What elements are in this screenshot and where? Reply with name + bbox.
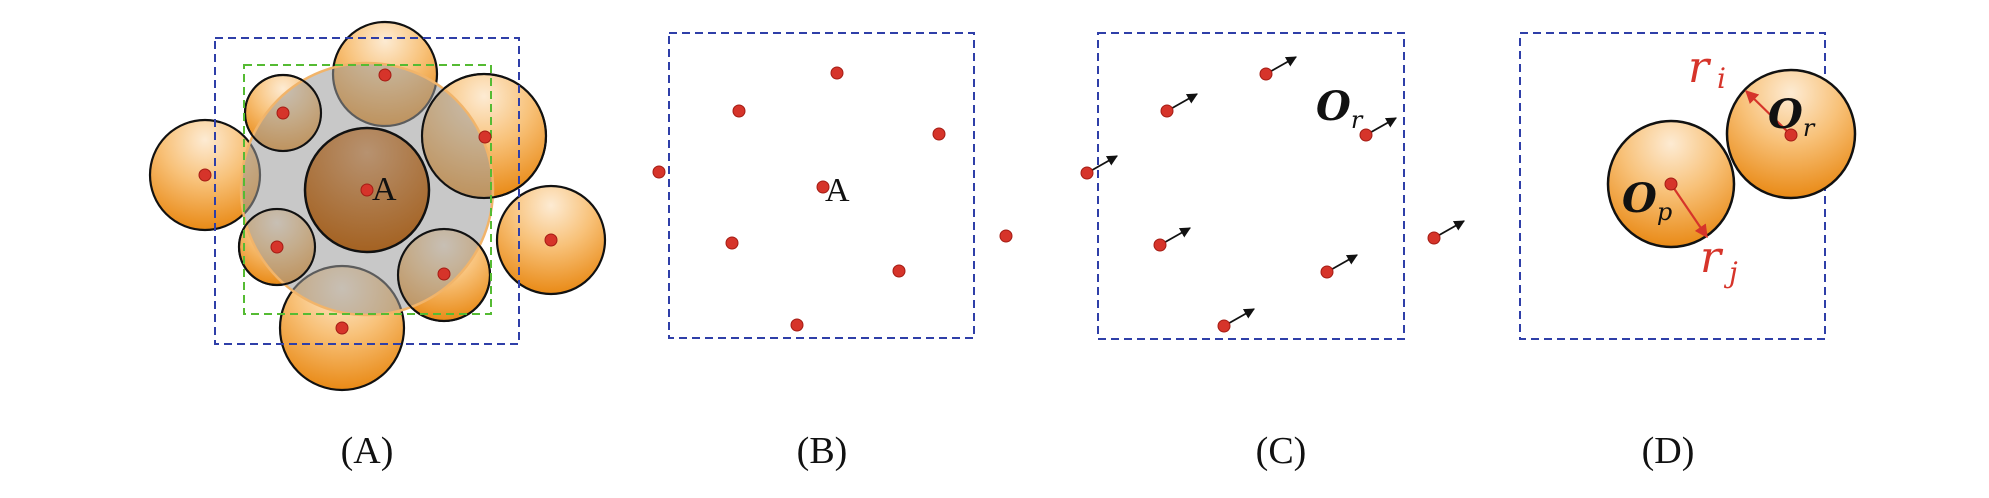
particle-r-center — [1784, 128, 1798, 142]
panel-c: Or (C) — [1080, 32, 1465, 472]
panel-a: A (A) — [148, 20, 607, 472]
particle-centers — [1080, 67, 1441, 333]
outer-frame-blue — [214, 37, 520, 345]
frame-blue — [668, 32, 975, 339]
velocity-arrows — [1086, 56, 1465, 327]
panel-d-caption: (D) — [1642, 430, 1695, 472]
particle-centers — [198, 68, 558, 335]
panel-a-center-label: A — [372, 171, 397, 208]
label-op: Op — [1622, 175, 1672, 226]
particle-centers — [652, 66, 1013, 332]
neighbor-outline — [238, 208, 316, 286]
neighbor-outline — [421, 73, 547, 199]
panel-b: A (B) — [652, 32, 1013, 472]
radius-ri-arrow — [1745, 90, 1792, 136]
panel-a-caption: (A) — [341, 430, 394, 472]
panel-b-center-label: A — [825, 172, 850, 209]
label-or: Or — [1768, 91, 1816, 142]
panel-c-or-label: Or — [1316, 83, 1364, 134]
panel-c-caption: (C) — [1256, 430, 1307, 472]
radius-rj-arrow — [1670, 183, 1708, 239]
frame-blue — [1097, 32, 1405, 340]
particle-p-center — [1664, 177, 1678, 191]
panel-b-caption: (B) — [797, 430, 848, 472]
inner-frame-green — [243, 64, 492, 315]
